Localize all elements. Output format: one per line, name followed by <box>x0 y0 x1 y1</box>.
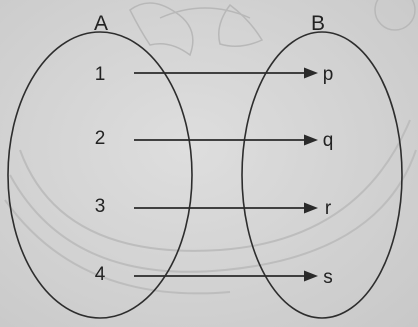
set-b-element: r <box>325 198 332 219</box>
set-a-element: 2 <box>95 128 106 149</box>
set-b-title: B <box>311 12 325 35</box>
mapping-arrow <box>134 202 318 214</box>
watermark-decoration <box>4 0 417 295</box>
set-b-ellipse <box>241 31 403 319</box>
set-b-element: s <box>323 267 333 288</box>
set-b-element: q <box>323 130 334 151</box>
mapping-arrow <box>134 134 318 146</box>
mapping-arrow <box>134 270 318 282</box>
set-a-ellipse <box>7 31 193 319</box>
set-a-title: A <box>94 12 108 35</box>
set-a-element: 3 <box>95 196 106 217</box>
set-a-element: 4 <box>95 264 106 285</box>
set-b-element: p <box>323 64 334 85</box>
mapping-arrow <box>134 67 318 79</box>
set-a-element: 1 <box>95 64 106 85</box>
